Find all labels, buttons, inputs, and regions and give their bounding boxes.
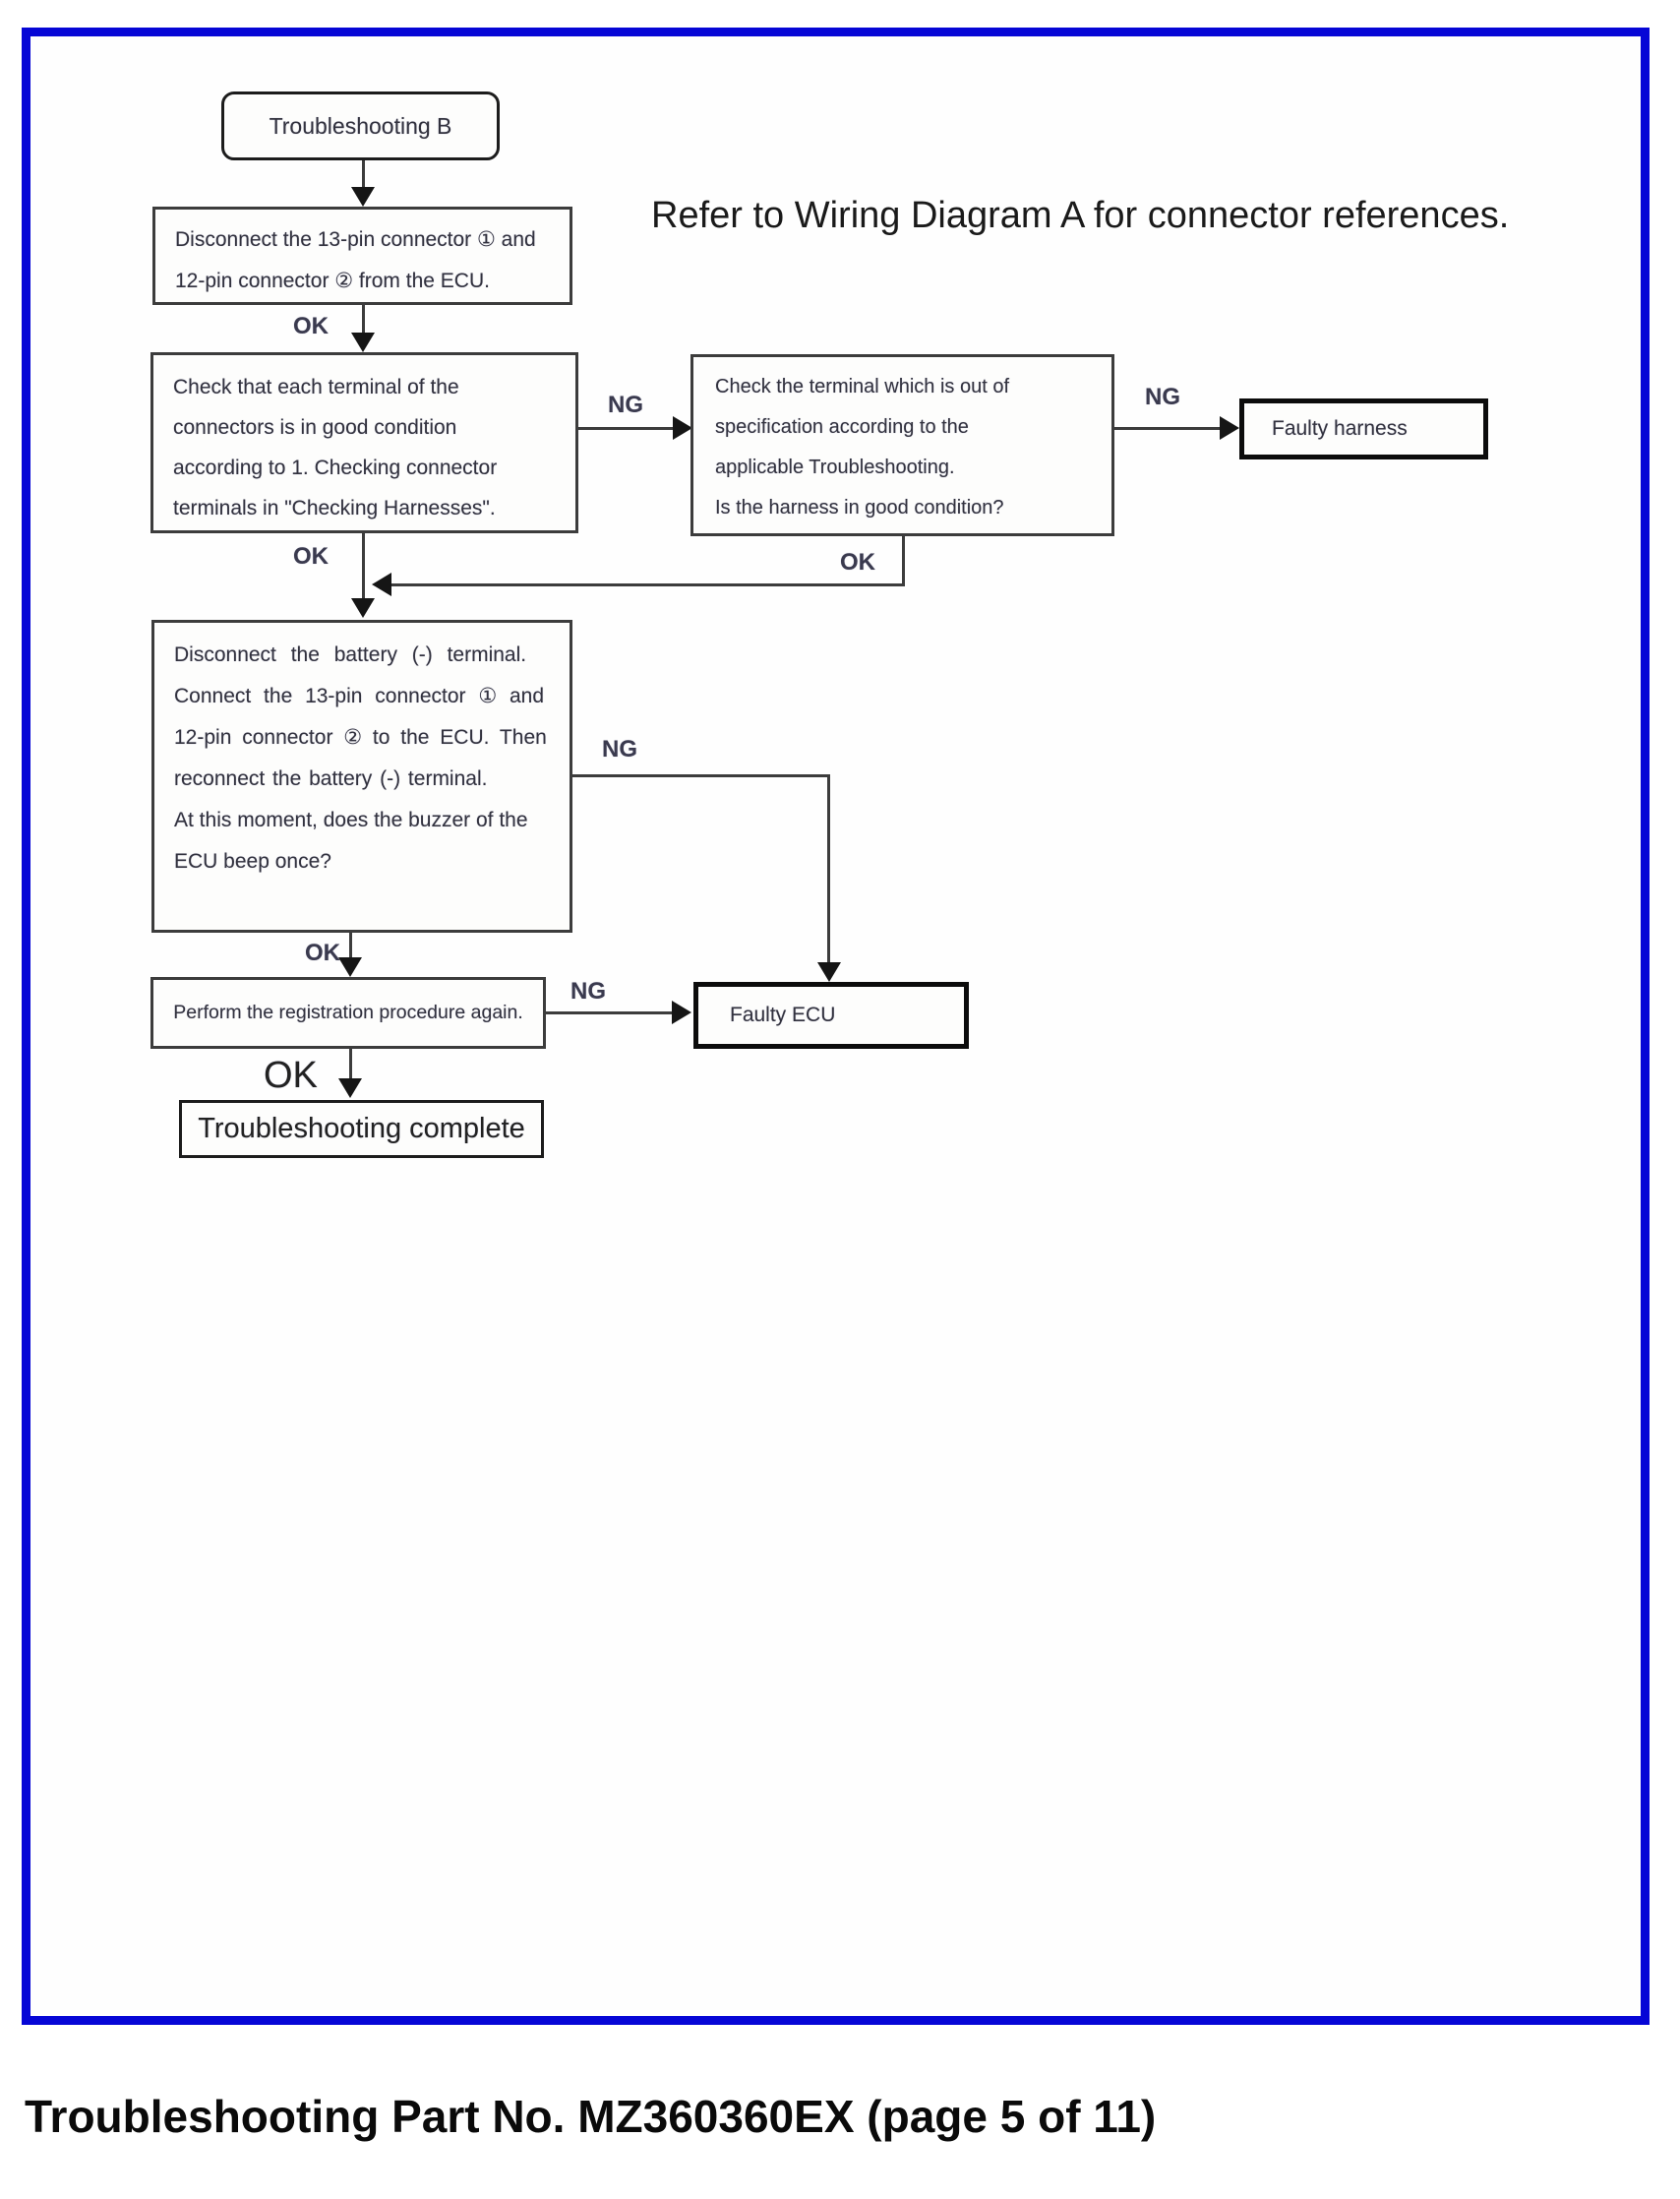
ok-label: OK [840,549,875,576]
flow-line [362,533,365,598]
box-text-line: terminals in "Checking Harnesses". [173,497,496,519]
start-node-label: Troubleshooting B [269,112,452,139]
ng-label: NG [570,978,606,1005]
box-text-line: Disconnect the 13-pin connector ① and [175,228,536,251]
faulty-ecu-box: Faulty ECU [693,982,969,1049]
box-text-line: Is the harness in good condition? [715,497,1004,519]
box-text-line: applicable Troubleshooting. [715,457,955,478]
box-text-line: ECU beep once? [174,850,331,873]
box-text-line: Check that each terminal of the [173,376,459,398]
flow-line [390,583,905,586]
arrow-right-icon [673,416,692,440]
flow-line [827,774,830,964]
box-text-line: reconnect the battery (-) terminal. [174,767,488,790]
check-out-of-spec-box: Check the terminal which is out of speci… [690,354,1114,536]
complete-box: Troubleshooting complete [179,1100,544,1158]
wiring-note: Refer to Wiring Diagram A for connector … [651,195,1510,236]
ok-label: OK [264,1055,318,1096]
box-text-line: Connect the 13-pin connector ① and [174,685,545,707]
arrow-down-icon [351,187,375,207]
start-node: Troubleshooting B [221,92,500,160]
ng-label: NG [608,392,643,418]
box-text-line: 12-pin connector ② from the ECU. [175,270,490,292]
box-text-line: At this moment, does the buzzer of the [174,809,528,831]
flow-line [349,1049,352,1080]
flow-line [578,427,677,430]
arrow-right-icon [672,1001,691,1024]
arrow-down-icon [351,333,375,352]
box-text-line: 12-pin connector ② to the ECU. Then [174,726,547,749]
ok-label: OK [293,313,329,339]
ng-label: NG [602,736,637,763]
faulty-ecu-label: Faulty ECU [730,1004,836,1026]
arrow-down-icon [817,962,841,982]
check-terminals-box: Check that each terminal of the connecto… [150,352,578,533]
box-text-line: Check the terminal which is out of [715,376,1010,397]
faulty-harness-label: Faulty harness [1272,417,1408,440]
complete-label: Troubleshooting complete [198,1113,525,1144]
registration-label: Perform the registration procedure again… [173,1002,523,1023]
flow-line [902,536,905,585]
arrow-down-icon [338,1078,362,1098]
registration-box: Perform the registration procedure again… [150,977,546,1049]
battery-buzzer-box: Disconnect the battery (-) terminal. Con… [151,620,572,933]
flow-line [362,305,365,335]
box-text-line: according to 1. Checking connector [173,457,498,479]
flow-line [349,933,352,959]
flow-line [572,774,830,777]
ok-label: OK [305,940,340,966]
box-text-line: Disconnect the battery (-) terminal. [174,643,527,666]
flow-line [362,160,365,190]
flow-line [546,1011,676,1014]
disconnect-connectors-box: Disconnect the 13-pin connector ① and 12… [152,207,572,305]
arrow-right-icon [1220,416,1239,440]
arrow-down-icon [351,598,375,618]
flow-line [1114,427,1223,430]
faulty-harness-box: Faulty harness [1239,398,1488,459]
box-text-line: connectors is in good condition [173,416,457,439]
box-text-line: specification according to the [715,416,969,438]
ng-label: NG [1145,384,1180,410]
arrow-left-icon [372,573,391,596]
page-caption: Troubleshooting Part No. MZ360360EX (pag… [25,2091,1157,2142]
arrow-down-icon [338,957,362,977]
ok-label: OK [293,543,329,570]
